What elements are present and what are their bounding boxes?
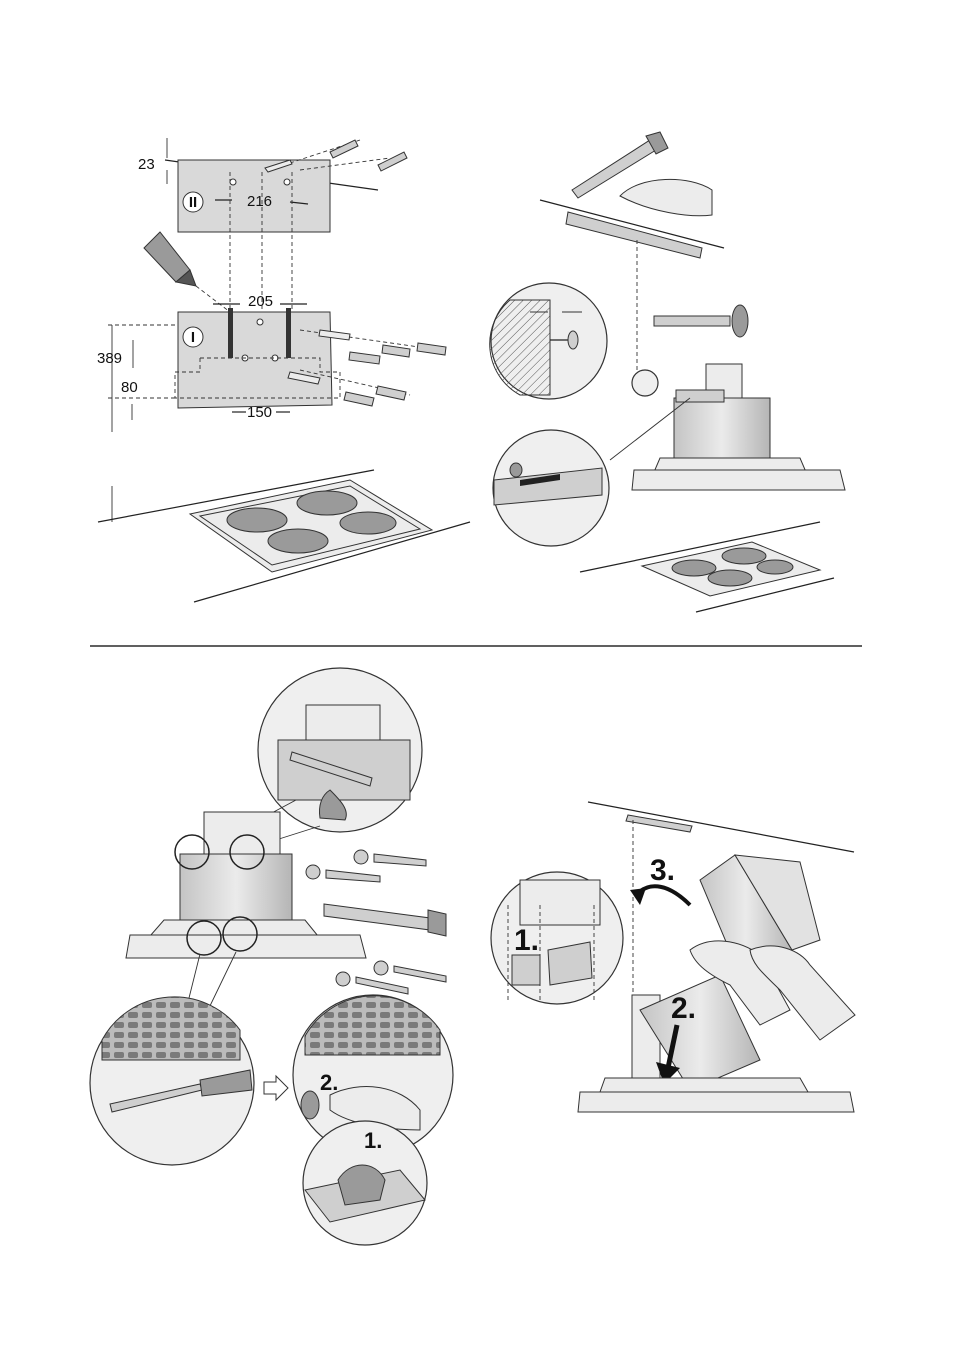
dim-150-label: 150 [247,404,272,421]
hob2-burner-3 [708,570,752,586]
upper-screw-hole-left [230,179,236,185]
screw-location-marker [632,370,658,396]
lower-slot-left [228,308,233,358]
panel-fix-hood: 2. 1. [90,668,453,1245]
hood-body [674,398,770,462]
fixing-screws [306,850,446,994]
hob-burner-4 [340,512,396,534]
lower-bracket-mark: I [191,329,195,346]
filter-latch [301,1091,319,1119]
detail-clip-left [512,955,540,985]
detail-clip-right [548,942,592,985]
hob-burner-2 [297,491,357,515]
cover-step-3-label: 3. [650,854,675,887]
hob2-burner-4 [757,560,793,574]
pencil-icon [144,232,230,312]
dim-216-label: 216 [247,193,272,210]
hood-canopy-4 [578,1092,854,1112]
hanging-rail [566,212,702,258]
wall-section-hatch [490,300,550,395]
hood-canopy [632,470,845,490]
hob-burner-3 [268,529,328,553]
screw-detail-head [568,331,578,349]
hob2-burner-2 [722,548,766,564]
panel-hang-hood [490,132,845,612]
upper-screw-hole-right [284,179,290,185]
cover-step-2-label: 2. [671,992,696,1025]
hood-step-3 [150,920,318,936]
cover-step-1-label: 1. [514,924,539,957]
upper-bracket-mark: II [189,194,197,211]
filter-grille-right [305,996,440,1055]
lower-slot-right [286,308,291,358]
bracket-detail-bolt [510,463,522,477]
hob2-burner-1 [672,560,716,576]
latch-lever [338,1165,385,1205]
fix-step-2-label: 2. [320,1070,338,1095]
detail-chimney-cover [520,880,600,925]
hood-mount-bracket [676,390,724,402]
filter-grille-left [102,997,240,1060]
hood-step-4 [600,1078,808,1092]
dim-80-label: 80 [121,379,138,396]
ceiling-line-4 [588,802,854,852]
fix-step-1-label: 1. [364,1128,382,1153]
hob-burner-1 [227,508,287,532]
hood-canopy-3 [126,935,366,958]
panel-chimney-cover: 1. 3. 2. [491,802,855,1112]
dim-389-label: 389 [97,350,122,367]
dim-205-label: 205 [248,293,273,310]
rotate-arrow-head [630,888,646,905]
next-step-arrow [264,1076,288,1100]
lower-leader-right [208,952,236,1010]
lower-hole-top [257,319,263,325]
dim-23-label: 23 [138,156,155,173]
lower-bracket-plate [178,312,332,408]
hand-with-wrench [620,179,712,215]
wood-screw [654,316,730,326]
ceiling-bracket [626,815,692,832]
panel-wall-bracket-dimensions: II 216 23 I [97,138,470,602]
wood-screw-head [732,305,748,337]
